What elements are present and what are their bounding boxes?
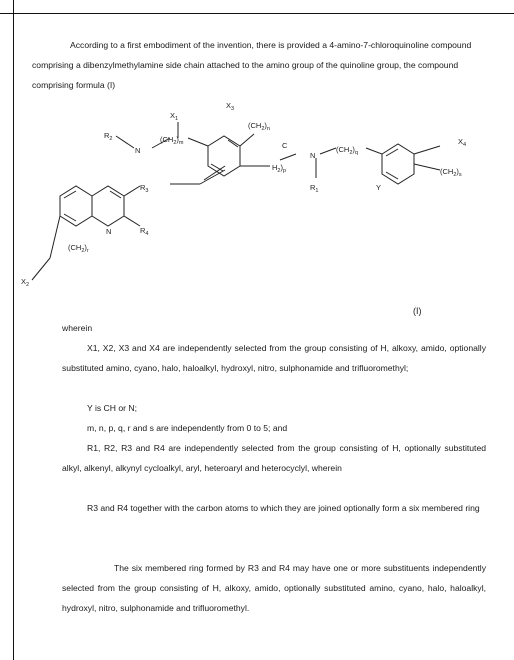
page-top-border (0, 13, 514, 14)
atom-r3: R3 (140, 183, 148, 194)
atom-x1: X1 (170, 111, 178, 122)
atom-n-right: N (310, 151, 315, 160)
group-ch2-m: (CH2)m (160, 135, 184, 146)
atom-r1: R1 (310, 183, 318, 194)
atom-r2: R2 (104, 131, 112, 142)
atom-x2: X2 (21, 277, 29, 288)
definition-x-groups: X1, X2, X3 and X4 are independently sele… (62, 343, 486, 373)
atom-r4: R4 (140, 226, 148, 237)
definition-indices: m, n, p, q, r and s are independently fr… (87, 423, 288, 433)
page-left-border (13, 0, 14, 660)
definition-y: Y is CH or N; (87, 403, 137, 413)
group-h2-p: H2)p (272, 163, 286, 174)
definition-r-groups: R1, R2, R3 and R4 are independently sele… (62, 443, 486, 473)
chemical-structure-formula-i: X2 (CH2)r R3 R4 N R2 N X1 (CH2)m X3 (CH2… (21, 101, 466, 288)
group-ch2-n: (CH2)n (248, 121, 270, 132)
atom-x3: X3 (226, 101, 234, 112)
group-ch2-q: (CH2)q (336, 145, 358, 156)
atom-y: Y (376, 183, 381, 192)
group-ch2-s: (CH2)s (440, 167, 462, 178)
atom-c: C (282, 141, 288, 150)
formula-label: (I) (413, 306, 422, 316)
atom-x4: X4 (458, 137, 466, 148)
group-ch2-r: (CH2)r (68, 243, 89, 254)
definition-r3-r4-ring: R3 and R4 together with the carbon atoms… (87, 503, 480, 513)
wherein-label: wherein (62, 323, 93, 333)
atom-n-left: N (135, 146, 140, 155)
atom-n-quinoline: N (106, 227, 111, 236)
intro-paragraph: According to a first embodiment of the i… (32, 40, 472, 90)
definition-ring-substituents: The six membered ring formed by R3 and R… (62, 563, 486, 613)
